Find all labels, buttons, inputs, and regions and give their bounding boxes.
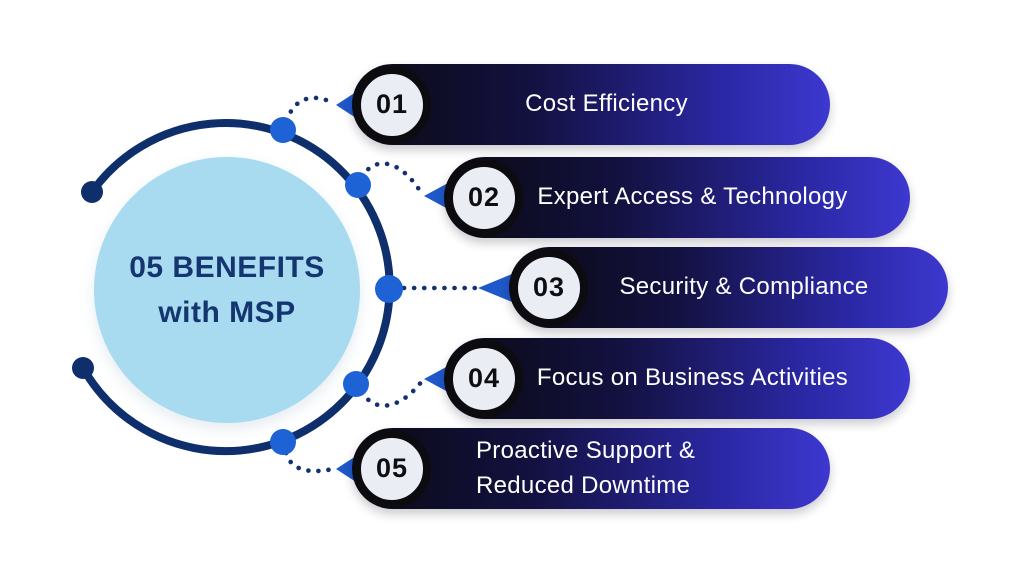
page-title-line1: 05 BENEFITS [129, 251, 325, 284]
badge-number-5: 05 [375, 453, 409, 483]
benefit-label-3: Security & Compliance [619, 273, 869, 301]
page-title: 05 BENEFITS with MSP [129, 245, 325, 335]
benefit-label-1: Cost Efficiency [525, 90, 688, 118]
center-circle: 05 BENEFITS with MSP [94, 157, 360, 423]
badge-number-3: 03 [532, 272, 566, 302]
badge-number-4: 04 [467, 363, 501, 393]
benefit-item-4: 04 Focus on Business Activities [444, 338, 910, 419]
dotted-connector-5 [283, 450, 336, 474]
badge-number-2: 02 [467, 182, 501, 212]
number-badge-4: 04 [445, 339, 523, 418]
ring-node-5 [270, 429, 296, 455]
benefit-label-5: Proactive Support & Reduced Downtime [476, 436, 696, 499]
number-badge-2: 02 [445, 158, 523, 237]
badge-number-1: 01 [375, 89, 409, 119]
ring-node-1 [270, 117, 296, 143]
benefit-item-2: 02 Expert Access & Technology [444, 157, 910, 238]
dotted-connector-1 [284, 95, 336, 124]
dotted-connector-4 [359, 378, 425, 408]
ring-node-3 [375, 275, 403, 303]
benefit-item-3: 03 Security & Compliance [509, 247, 948, 328]
number-badge-1: 01 [353, 65, 431, 144]
number-badge-3: 03 [510, 248, 588, 327]
arrowhead-1 [336, 92, 356, 118]
arrowhead-4 [424, 366, 448, 392]
benefit-item-1: 01 Cost Efficiency [352, 64, 830, 145]
dotted-connector-2 [359, 161, 425, 197]
ring-node-4 [343, 371, 369, 397]
arc-end-dot-bottom [72, 357, 94, 379]
arrowhead-5 [336, 456, 356, 482]
page-title-line2: with MSP [158, 296, 296, 329]
arrowhead-3 [478, 274, 512, 302]
arrowhead-2 [424, 183, 448, 209]
ring-node-2 [345, 172, 371, 198]
benefit-label-4: Focus on Business Activities [536, 364, 849, 392]
benefit-label-2: Expert Access & Technology [537, 183, 848, 211]
arc-end-dot-top [81, 181, 103, 203]
number-badge-5: 05 [353, 429, 431, 508]
benefit-item-5: 05 Proactive Support & Reduced Downtime [352, 428, 830, 509]
